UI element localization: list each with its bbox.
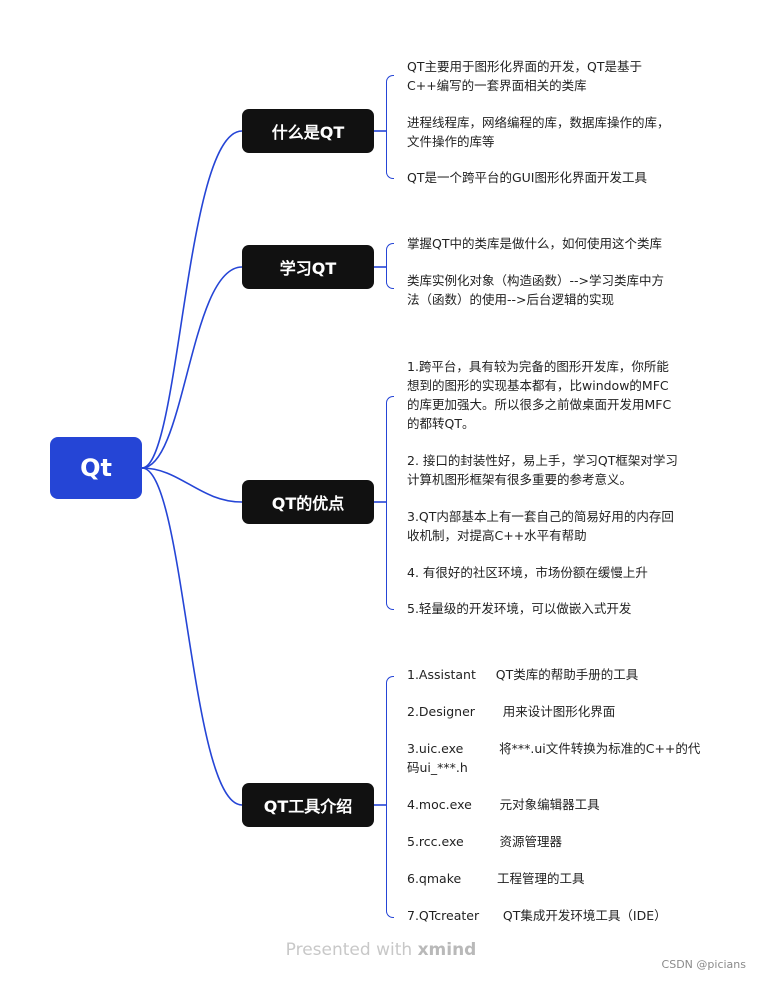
watermark-prefix: Presented with [285, 940, 413, 960]
leaf-qt-advantages-1[interactable]: 1.跨平台，具有较为完备的图形开发库，你所能 想到的图形的实现基本都有，比win… [407, 359, 672, 431]
connector-what-is-qt [141, 130, 243, 469]
csdn-credit: CSDN @picians [661, 958, 746, 971]
xmind-watermark: Presented with xmind [0, 940, 762, 960]
leaf-qt-advantages-3[interactable]: 3.QT内部基本上有一套自己的简易好用的内存回 收机制，对提高C++水平有帮助 [407, 509, 674, 543]
leaf-qt-advantages-5[interactable]: 5.轻量级的开发环境，可以做嵌入式开发 [407, 601, 632, 616]
brace-qt-tools [386, 676, 394, 918]
connector-qt-tools [141, 467, 243, 806]
brace-learn-qt [386, 243, 394, 289]
topic-what-is-qt[interactable]: 什么是QT [242, 109, 374, 153]
topic-qt-tools[interactable]: QT工具介绍 [242, 783, 374, 827]
leaf-qt-tools-5[interactable]: 5.rcc.exe 资源管理器 [407, 834, 562, 849]
leaf-qt-advantages-4[interactable]: 4. 有很好的社区环境，市场份额在缓慢上升 [407, 565, 648, 580]
leaf-qt-tools-2[interactable]: 2.Designer 用来设计图形化界面 [407, 704, 616, 719]
leaf-qt-advantages-2[interactable]: 2. 接口的封装性好，易上手，学习QT框架对学习 计算机图形框架有很多重要的参考… [407, 453, 678, 487]
leaf-qt-tools-6[interactable]: 6.qmake 工程管理的工具 [407, 871, 585, 886]
connector-learn-qt [141, 266, 243, 469]
leaf-what-is-qt-3[interactable]: QT是一个跨平台的GUI图形化界面开发工具 [407, 170, 647, 185]
leaf-learn-qt-1[interactable]: 掌握QT中的类库是做什么，如何使用这个类库 [407, 236, 662, 251]
connector-qt-advantages [141, 467, 243, 503]
leaf-learn-qt-2[interactable]: 类库实例化对象（构造函数）-->学习类库中方 法（函数）的使用-->后台逻辑的实… [407, 273, 664, 307]
leaf-qt-tools-1[interactable]: 1.Assistant QT类库的帮助手册的工具 [407, 667, 639, 682]
brace-qt-advantages [386, 396, 394, 610]
root-topic-qt[interactable]: Qt [50, 437, 142, 499]
leaf-qt-tools-4[interactable]: 4.moc.exe 元对象编辑器工具 [407, 797, 600, 812]
topic-learn-qt[interactable]: 学习QT [242, 245, 374, 289]
watermark-brand: xmind [417, 940, 477, 960]
leaf-what-is-qt-2[interactable]: 进程线程库，网络编程的库，数据库操作的库， 文件操作的库等 [407, 115, 670, 149]
leaf-qt-tools-3[interactable]: 3.uic.exe 将***.ui文件转换为标准的C++的代 码ui_***.h [407, 741, 701, 775]
topic-qt-advantages[interactable]: QT的优点 [242, 480, 374, 524]
leaf-what-is-qt-1[interactable]: QT主要用于图形化界面的开发，QT是基于 C++编写的一套界面相关的类库 [407, 59, 642, 93]
brace-what-is-qt [386, 75, 394, 179]
leaf-qt-tools-7[interactable]: 7.QTcreater QT集成开发环境工具（IDE） [407, 908, 667, 923]
